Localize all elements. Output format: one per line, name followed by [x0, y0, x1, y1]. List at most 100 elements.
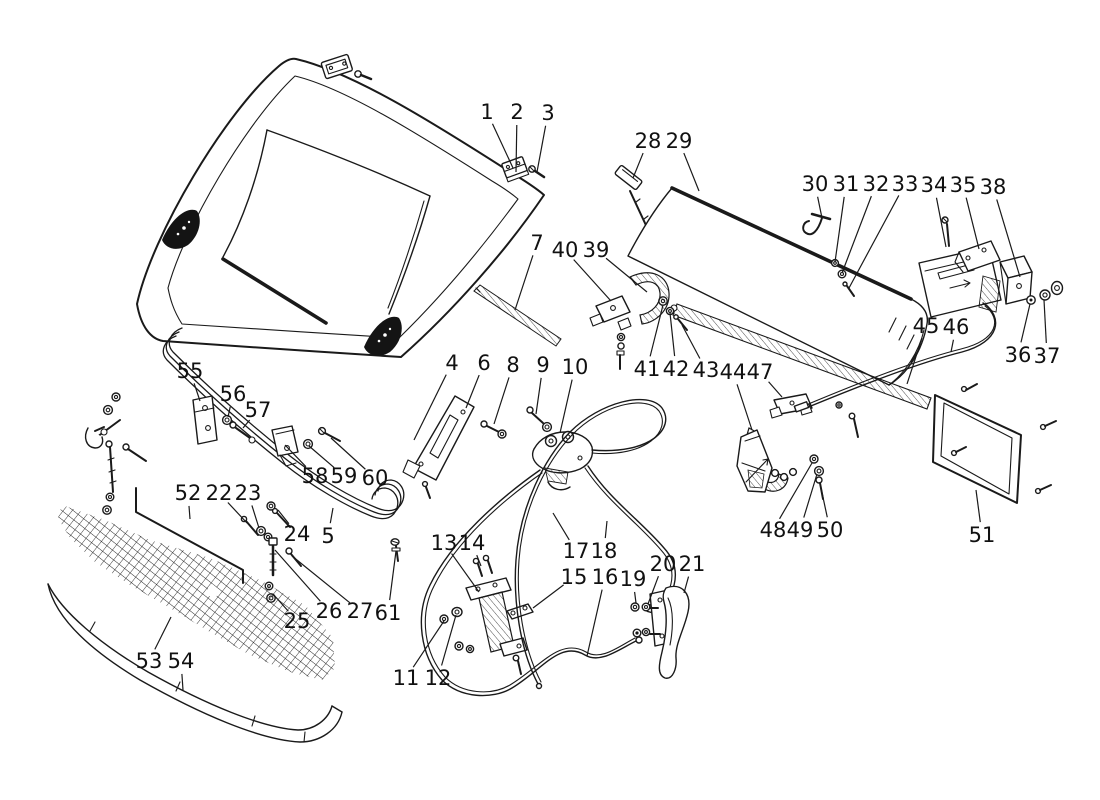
part-number: 25	[284, 609, 311, 633]
part-number: 53	[136, 649, 163, 673]
bracket-55	[192, 395, 218, 445]
part-number: 24	[284, 522, 311, 546]
callout-59: 59	[308, 445, 358, 488]
part-number: 27	[347, 599, 374, 623]
part-number: 36	[1005, 343, 1032, 367]
part-number: 59	[331, 464, 358, 488]
callout-55: 55	[177, 359, 203, 402]
leader-line	[491, 123, 514, 169]
part-number: 16	[592, 565, 619, 589]
callout-54: 54	[168, 649, 194, 691]
leader-line	[669, 312, 676, 357]
callout-21: 21	[679, 552, 706, 594]
leader-line	[476, 554, 482, 567]
hood-hinge-screw	[354, 70, 373, 81]
leader-line	[779, 462, 813, 520]
callout-33: 33	[848, 172, 919, 289]
part-number: 50	[817, 518, 844, 542]
callout-48: 48	[760, 462, 813, 542]
leader-line	[683, 152, 700, 192]
part-number: 47	[747, 360, 774, 384]
callout-50: 50	[817, 487, 844, 542]
screw-9	[526, 406, 553, 433]
part-number: 7	[530, 231, 543, 255]
part-number: 2	[510, 100, 523, 124]
leader-line	[514, 255, 534, 311]
callout-42: 42	[663, 312, 689, 381]
prop-bracket-4-6	[402, 395, 475, 499]
part-number: 57	[245, 398, 272, 422]
part-number: 18	[591, 539, 618, 563]
part-number: 30	[802, 172, 829, 196]
leader-line	[681, 324, 701, 359]
part-number: 38	[980, 175, 1007, 199]
callout-4: 4	[413, 351, 459, 441]
rear-deck-lid	[627, 186, 929, 386]
callout-8: 8	[493, 353, 520, 425]
callout-2: 2	[510, 100, 524, 173]
part-number: 21	[679, 552, 706, 576]
part-number: 31	[833, 172, 860, 196]
leader-line	[193, 383, 201, 402]
callout-5: 5	[321, 507, 335, 548]
leader-line	[188, 505, 191, 520]
part-number: 61	[375, 601, 402, 625]
callout-20: 20	[647, 552, 676, 605]
leader-line	[605, 257, 648, 293]
part-number: 5	[321, 524, 334, 548]
callout-25: 25	[272, 593, 311, 633]
leader-line	[552, 512, 570, 541]
callout-6: 6	[465, 351, 491, 409]
nut-56	[221, 414, 233, 426]
nuts-11-12	[439, 606, 475, 654]
hinge-stop-pedal	[736, 429, 773, 493]
part-number: 51	[969, 523, 996, 547]
bolt-8	[480, 420, 507, 439]
callout-13: 13	[431, 531, 480, 593]
part-number: 12	[425, 666, 452, 690]
part-number: 3	[541, 101, 554, 125]
leader-line	[1043, 299, 1047, 344]
leader-line	[412, 620, 445, 668]
callout-38: 38	[980, 175, 1021, 278]
part-number: 58	[302, 464, 329, 488]
callout-34: 34	[921, 173, 947, 248]
callout-56: 56	[220, 382, 246, 418]
callout-58: 58	[284, 444, 329, 488]
callout-23: 23	[235, 481, 261, 529]
part-number: 28	[635, 129, 662, 153]
hood-panel	[136, 57, 545, 358]
callout-53: 53	[136, 616, 172, 673]
callout-11: 11	[393, 620, 445, 690]
leader-line	[274, 549, 321, 602]
callout-18: 18	[591, 520, 618, 563]
release-lever	[647, 585, 690, 679]
screws-14	[472, 554, 493, 577]
leader-line	[272, 593, 289, 612]
leader-line	[532, 584, 564, 609]
leader-line	[465, 374, 480, 409]
hinge-fasteners	[770, 401, 859, 500]
leader-line	[451, 553, 480, 593]
release-cables	[420, 398, 676, 697]
clamp-58	[271, 425, 299, 467]
callout-52: 52	[175, 481, 201, 520]
part-number: 13	[431, 531, 458, 555]
license-plate-frame	[932, 383, 1057, 504]
part-number: 33	[892, 172, 919, 196]
leader-line	[440, 614, 457, 666]
callout-24: 24	[277, 509, 311, 546]
callout-14: 14	[459, 531, 485, 567]
screw-57	[229, 421, 256, 444]
leader-line	[817, 196, 823, 219]
leader-line	[389, 550, 397, 601]
leader-line	[227, 406, 231, 418]
leader-line	[935, 197, 947, 248]
deck-hinge-left	[589, 272, 670, 370]
leader-line	[291, 555, 351, 604]
callout-57: 57	[242, 398, 272, 429]
leader-line	[413, 374, 447, 441]
part-number: 6	[477, 351, 490, 375]
leader-line	[493, 377, 510, 425]
